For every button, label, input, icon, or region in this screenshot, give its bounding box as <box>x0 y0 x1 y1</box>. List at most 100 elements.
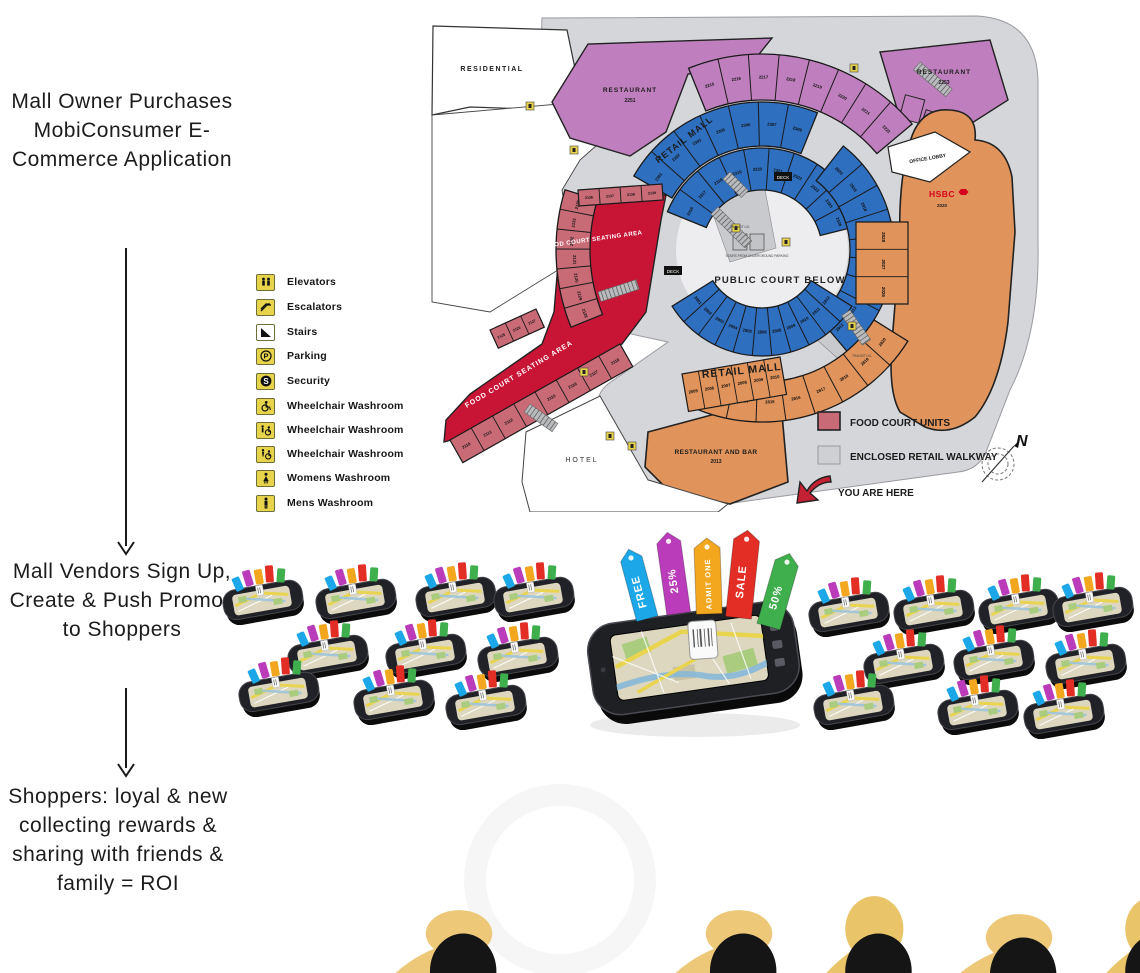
map-unit-number: 2008 <box>737 379 748 386</box>
legend-row: P Parking <box>256 346 327 366</box>
wheelchair-washroom-icon <box>256 397 275 415</box>
map-unit-number: 2133 <box>570 217 576 228</box>
legend-row: Wheelchair Washroom <box>256 444 404 464</box>
mens-washroom-icon <box>256 494 275 512</box>
office-lobby-area <box>887 131 972 183</box>
promo-tag: 50% <box>756 552 799 631</box>
map-unit-number: 2127 <box>528 319 537 326</box>
map-unit-number: 2320 <box>753 166 763 172</box>
map-unit-number: 2806 <box>757 330 767 335</box>
map-unit-number: 2325 <box>824 198 834 209</box>
map-unit-number: 2130 <box>573 273 579 284</box>
transit-level-label: TRANSIT LVL <box>730 225 750 229</box>
hsbc-label: HSBC <box>929 189 955 199</box>
womens-washroom-icon <box>256 469 275 487</box>
map-unit-number: 2028 <box>881 232 886 243</box>
map-unit-number: 2110 <box>461 441 472 450</box>
map-unit-number: 2137 <box>606 194 614 199</box>
promo-tag: 25% <box>656 531 692 616</box>
map-unit-number: 2136 <box>585 195 593 200</box>
map-unit-number: 2802 <box>703 306 714 316</box>
you-are-here-label: YOU ARE HERE <box>838 488 914 499</box>
vendor-phone-icon <box>309 557 401 624</box>
facility-marker-icon <box>627 441 637 451</box>
map-unit-number: 2135 <box>574 199 581 210</box>
enclosed-retail-walkway-label: ENCLOSED RETAIL WALKWAY <box>850 452 998 463</box>
legend-label: Security <box>287 375 331 387</box>
promo-tag: ADMIT ONE <box>693 537 723 615</box>
map-unit-number: 2819 <box>860 356 871 366</box>
promo-tag: SALE <box>724 529 761 620</box>
promo-tag-label: ADMIT ONE <box>703 558 714 609</box>
map-unit-number: 2125 <box>497 333 506 340</box>
svg-text:S: S <box>263 377 269 386</box>
legend-label: Parking <box>287 350 327 362</box>
facility-marker-icon <box>525 101 535 111</box>
map-unit-number: 2215 <box>704 81 715 89</box>
map-unit-number: 2220 <box>837 92 848 101</box>
legend-row: Mens Washroom <box>256 493 373 513</box>
map-unit-number: 2117 <box>589 369 600 378</box>
legend-label: Wheelchair Washroom <box>287 400 404 412</box>
facility-marker-icon <box>781 237 791 247</box>
map-unit-number: 2116 <box>567 381 578 390</box>
map-unit-number: 2112 <box>504 417 515 426</box>
legend-row: Wheelchair Washroom <box>256 420 404 440</box>
vendor-phone-icon <box>487 555 579 622</box>
residential-label: RESIDENTIAL <box>460 66 523 73</box>
map-unit-number: 2318 <box>713 177 724 187</box>
vendor-phone-icon <box>1039 622 1131 689</box>
escalator-icon <box>597 279 640 302</box>
facility-marker-icon <box>579 367 589 377</box>
restaurant-right-label: RESTAURANT <box>917 69 971 76</box>
transit-level-label: TRANSIT LVL <box>852 354 872 358</box>
hotel-area <box>521 395 730 512</box>
svg-text:P: P <box>263 352 268 361</box>
map-unit-number: 2132 <box>569 236 575 246</box>
map-unit-number: 2326 <box>835 216 843 227</box>
map-unit-number: 2317 <box>697 189 708 200</box>
compass-icon: N <box>981 433 1028 483</box>
map-unit-number: 2306 <box>741 122 752 128</box>
food-court-units-label: FOOD COURT UNITS <box>850 418 950 429</box>
escalators-icon <box>256 298 275 316</box>
legend-row: Womens Washroom <box>256 468 390 488</box>
legend-row: Stairs <box>256 322 317 342</box>
vendor-phone-icon <box>972 567 1064 634</box>
map-unit-number: 2820 <box>877 336 887 347</box>
map-unit-number: 2912 <box>835 322 846 333</box>
security-icon: S <box>256 372 275 390</box>
map-unit-number: 2919 <box>849 182 859 193</box>
vendor-phone-icon <box>887 568 979 635</box>
promo-tag-label: 25% <box>666 568 681 594</box>
facility-marker-icon <box>849 63 859 73</box>
barcode-tag-icon <box>687 619 719 660</box>
map-unit-number: 2302 <box>671 152 682 162</box>
stairs-icon <box>256 323 275 341</box>
map-unit-number: 2321 <box>773 167 784 174</box>
facility-marker-icon <box>605 431 615 441</box>
map-unit-number: 2319 <box>732 169 743 177</box>
map-unit-number: 2316 <box>686 205 695 216</box>
map-unit-number: 2222 <box>881 124 892 135</box>
vendor-phone-icon <box>379 612 471 679</box>
retail-unit-band <box>632 101 819 199</box>
legend-label: Womens Washroom <box>287 472 391 484</box>
watermark <box>475 795 645 965</box>
deck-label: DECK DECK <box>664 172 792 275</box>
restaurant-right-unit: 2253 <box>938 80 949 86</box>
map-unit-number: 2139 <box>648 191 656 196</box>
legend-row: Elevators <box>256 272 336 292</box>
map-screen <box>609 622 770 694</box>
public-court-label: PUBLIC COURT BELOW <box>714 275 845 286</box>
elevators-icon <box>256 273 275 291</box>
flow-step-1-label: Mall Owner Purchases MobiConsumer E-Comm… <box>11 90 233 171</box>
promo-tag-label: SALE <box>734 565 749 599</box>
map-unit-number: 2323 <box>810 183 821 193</box>
map-unit-number: 2816 <box>791 395 802 402</box>
wheelchair-washroom-icon <box>256 421 275 439</box>
map-unit-number: 2913 <box>848 305 858 316</box>
